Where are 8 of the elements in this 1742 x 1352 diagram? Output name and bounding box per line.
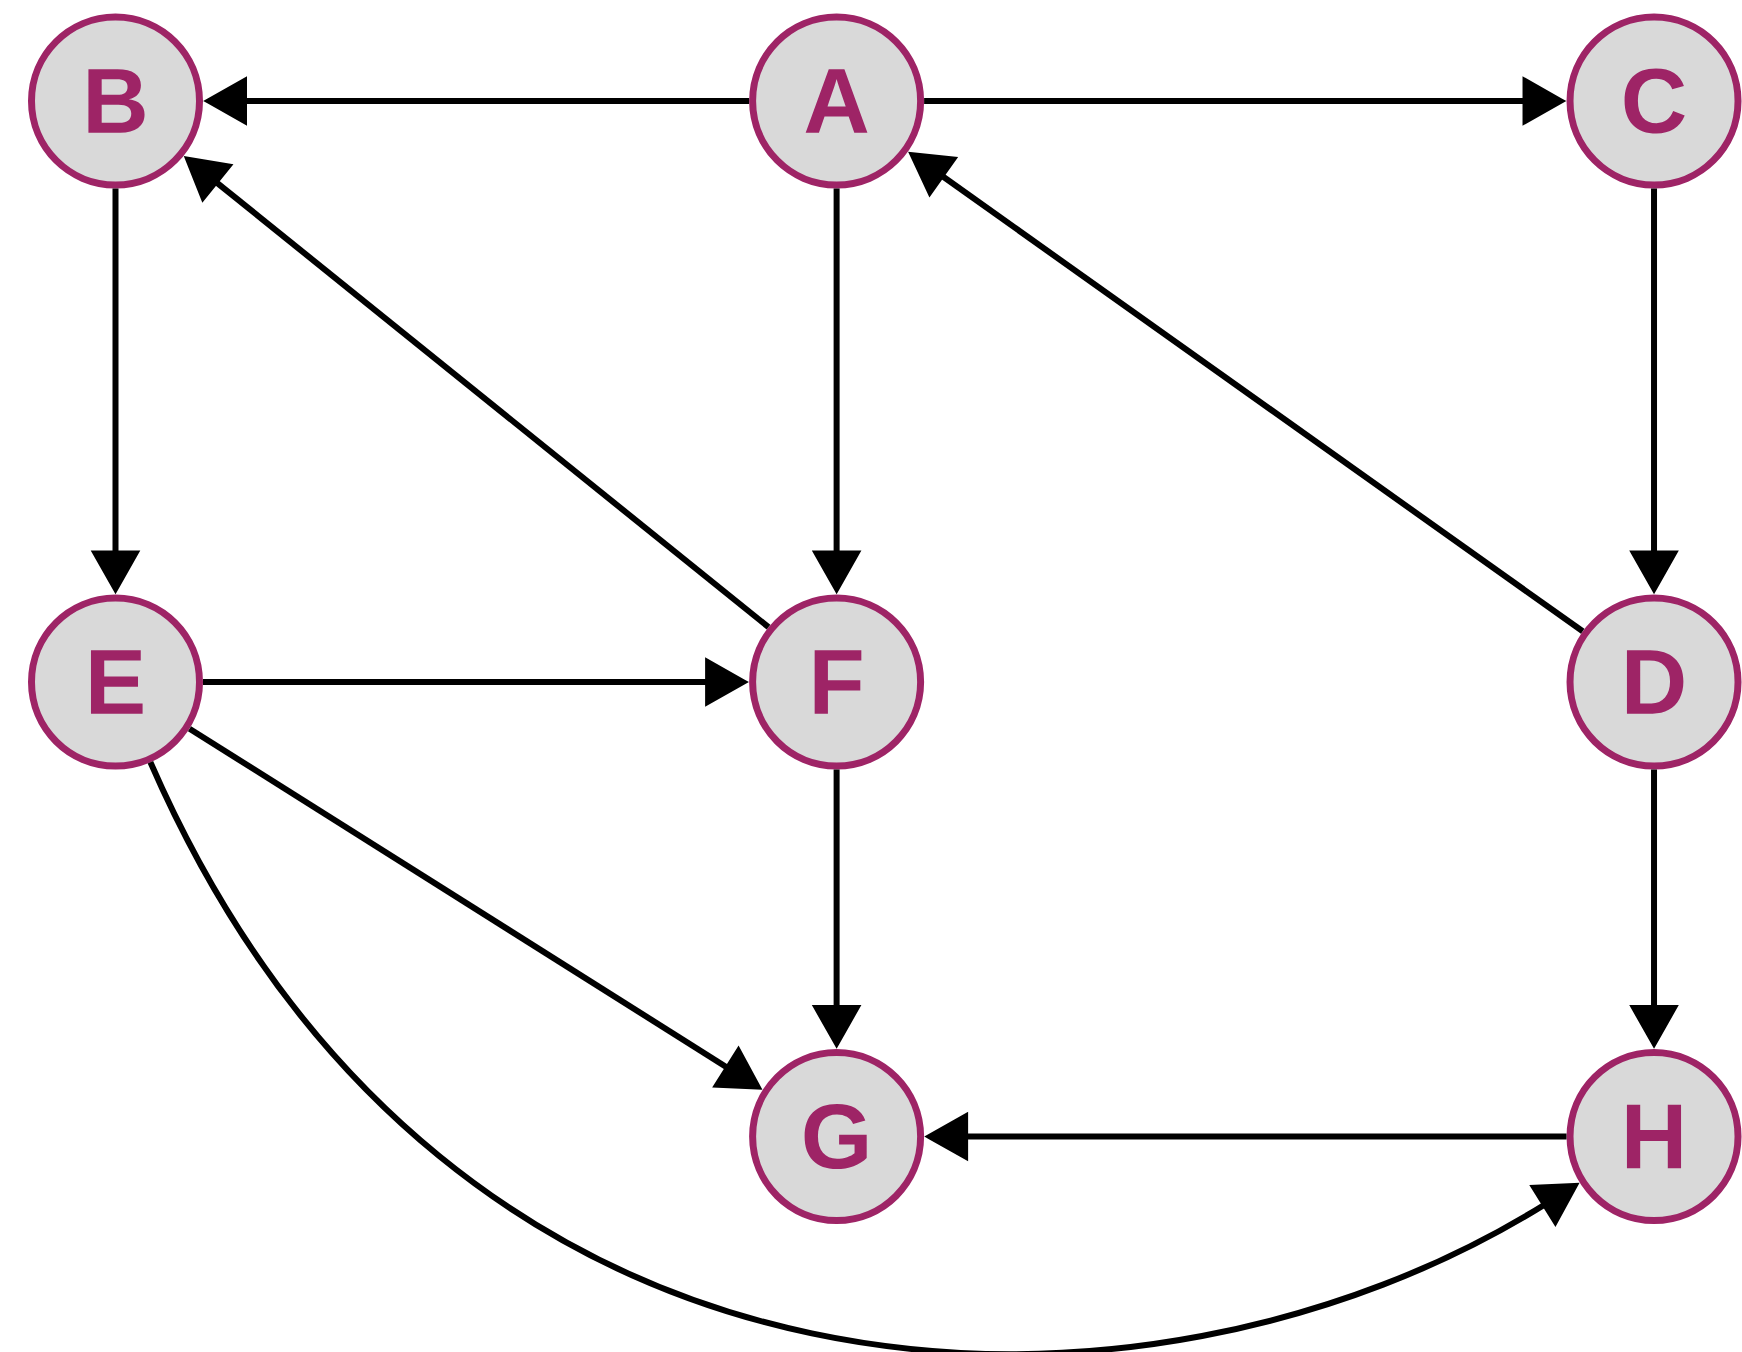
graph-node: A [749, 13, 925, 189]
graph-node: F [749, 594, 925, 770]
graph-node: E [28, 594, 203, 770]
graph-node: D [1566, 594, 1742, 770]
graph-node: G [749, 1049, 925, 1224]
graph-node: C [1566, 13, 1742, 189]
graph-node: H [1566, 1049, 1742, 1224]
graph-node: B [28, 13, 203, 189]
